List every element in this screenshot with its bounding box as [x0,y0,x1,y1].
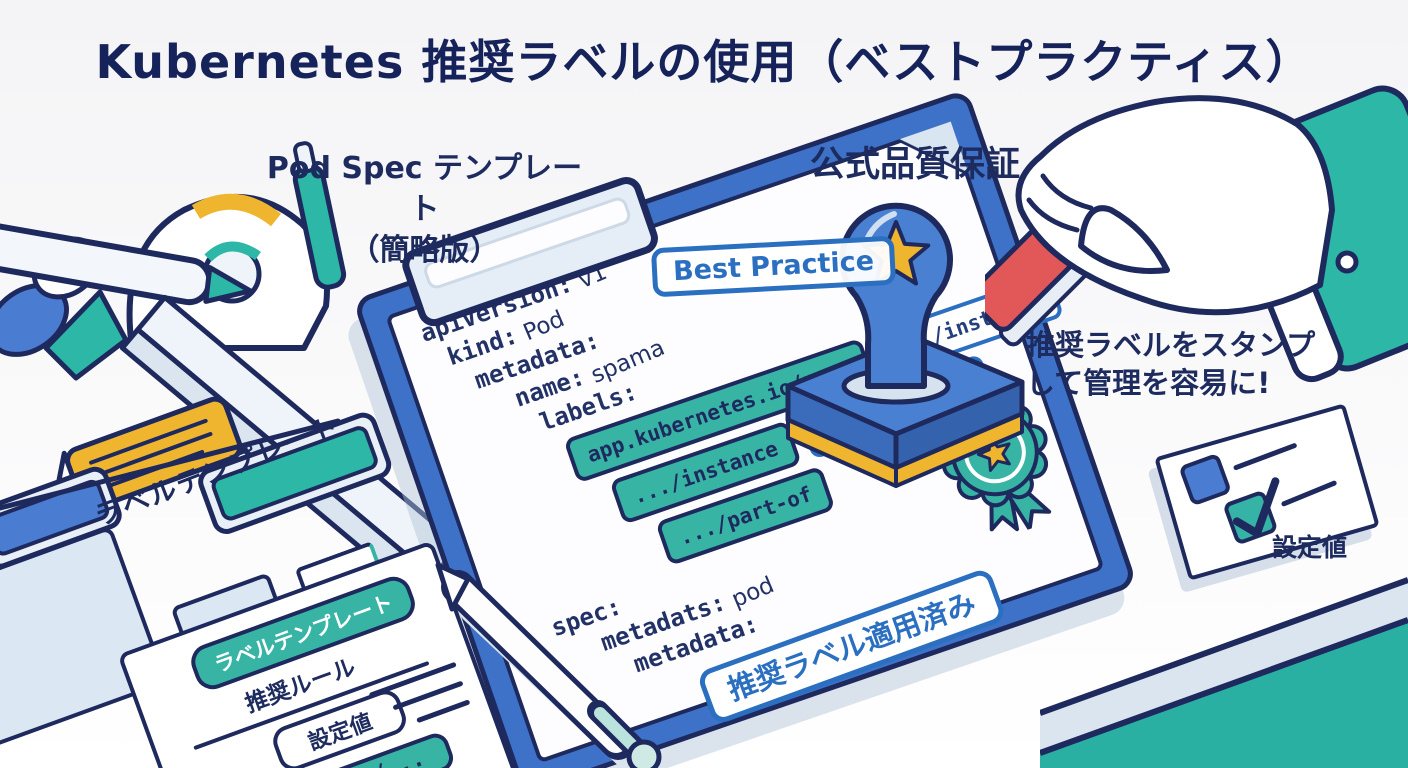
rosette-star-icon [976,436,1011,472]
checklist-line-1 [1233,443,1297,471]
teal-pen [292,141,347,290]
desk-edge-band [1040,580,1408,753]
pod-spec-caption-line2: （簡略版） [349,233,500,268]
pen-nib [435,563,471,612]
sheet-edge-line [0,418,341,511]
checklist-line-2 [1281,480,1337,507]
pen-clip [594,707,640,753]
thumb [1078,205,1170,274]
hand-with-stamp-illustration [985,85,1408,383]
page-title: Kubernetes 推奨ラベルの使用（ベストプラクティス） [95,35,1313,89]
finger-line-1 [1040,173,1094,211]
config-value-caption: 設定値 [1272,533,1348,562]
sleeve-button [1335,250,1359,274]
stamp-pad-right [894,412,1024,488]
checklist-card [1154,403,1380,581]
official-quality-caption: 公式品質保証 [810,145,1021,185]
pen-illustration [435,563,664,768]
desk-stationery-illustration [0,141,463,570]
checkbox-blue [1180,454,1230,505]
label-chip-teal [198,412,392,534]
tape-roll-teal [204,241,261,262]
finger-line-2 [1026,197,1080,233]
label-chip-blue [0,466,122,569]
stamp-note-line1: 推奨ラベルをスタンプ [1026,328,1316,362]
checkmark-icon [1232,477,1280,538]
stamp-note-caption: 推奨ラベルをスタンプ して管理を容易に! [1026,326,1315,402]
desk-corner [1040,577,1408,768]
pen-cap-end [626,739,662,768]
pod-spec-caption: Pod Spec テンプレート （簡略版） [252,148,597,271]
tape-dispenser-yellow-band [191,193,281,227]
pod-spec-caption-line1: Pod Spec テンプレート [266,151,583,227]
marker-pen [0,220,253,306]
desk-surface-teal [1040,620,1408,768]
stamp-note-line2: して管理を容易に! [1026,366,1271,400]
